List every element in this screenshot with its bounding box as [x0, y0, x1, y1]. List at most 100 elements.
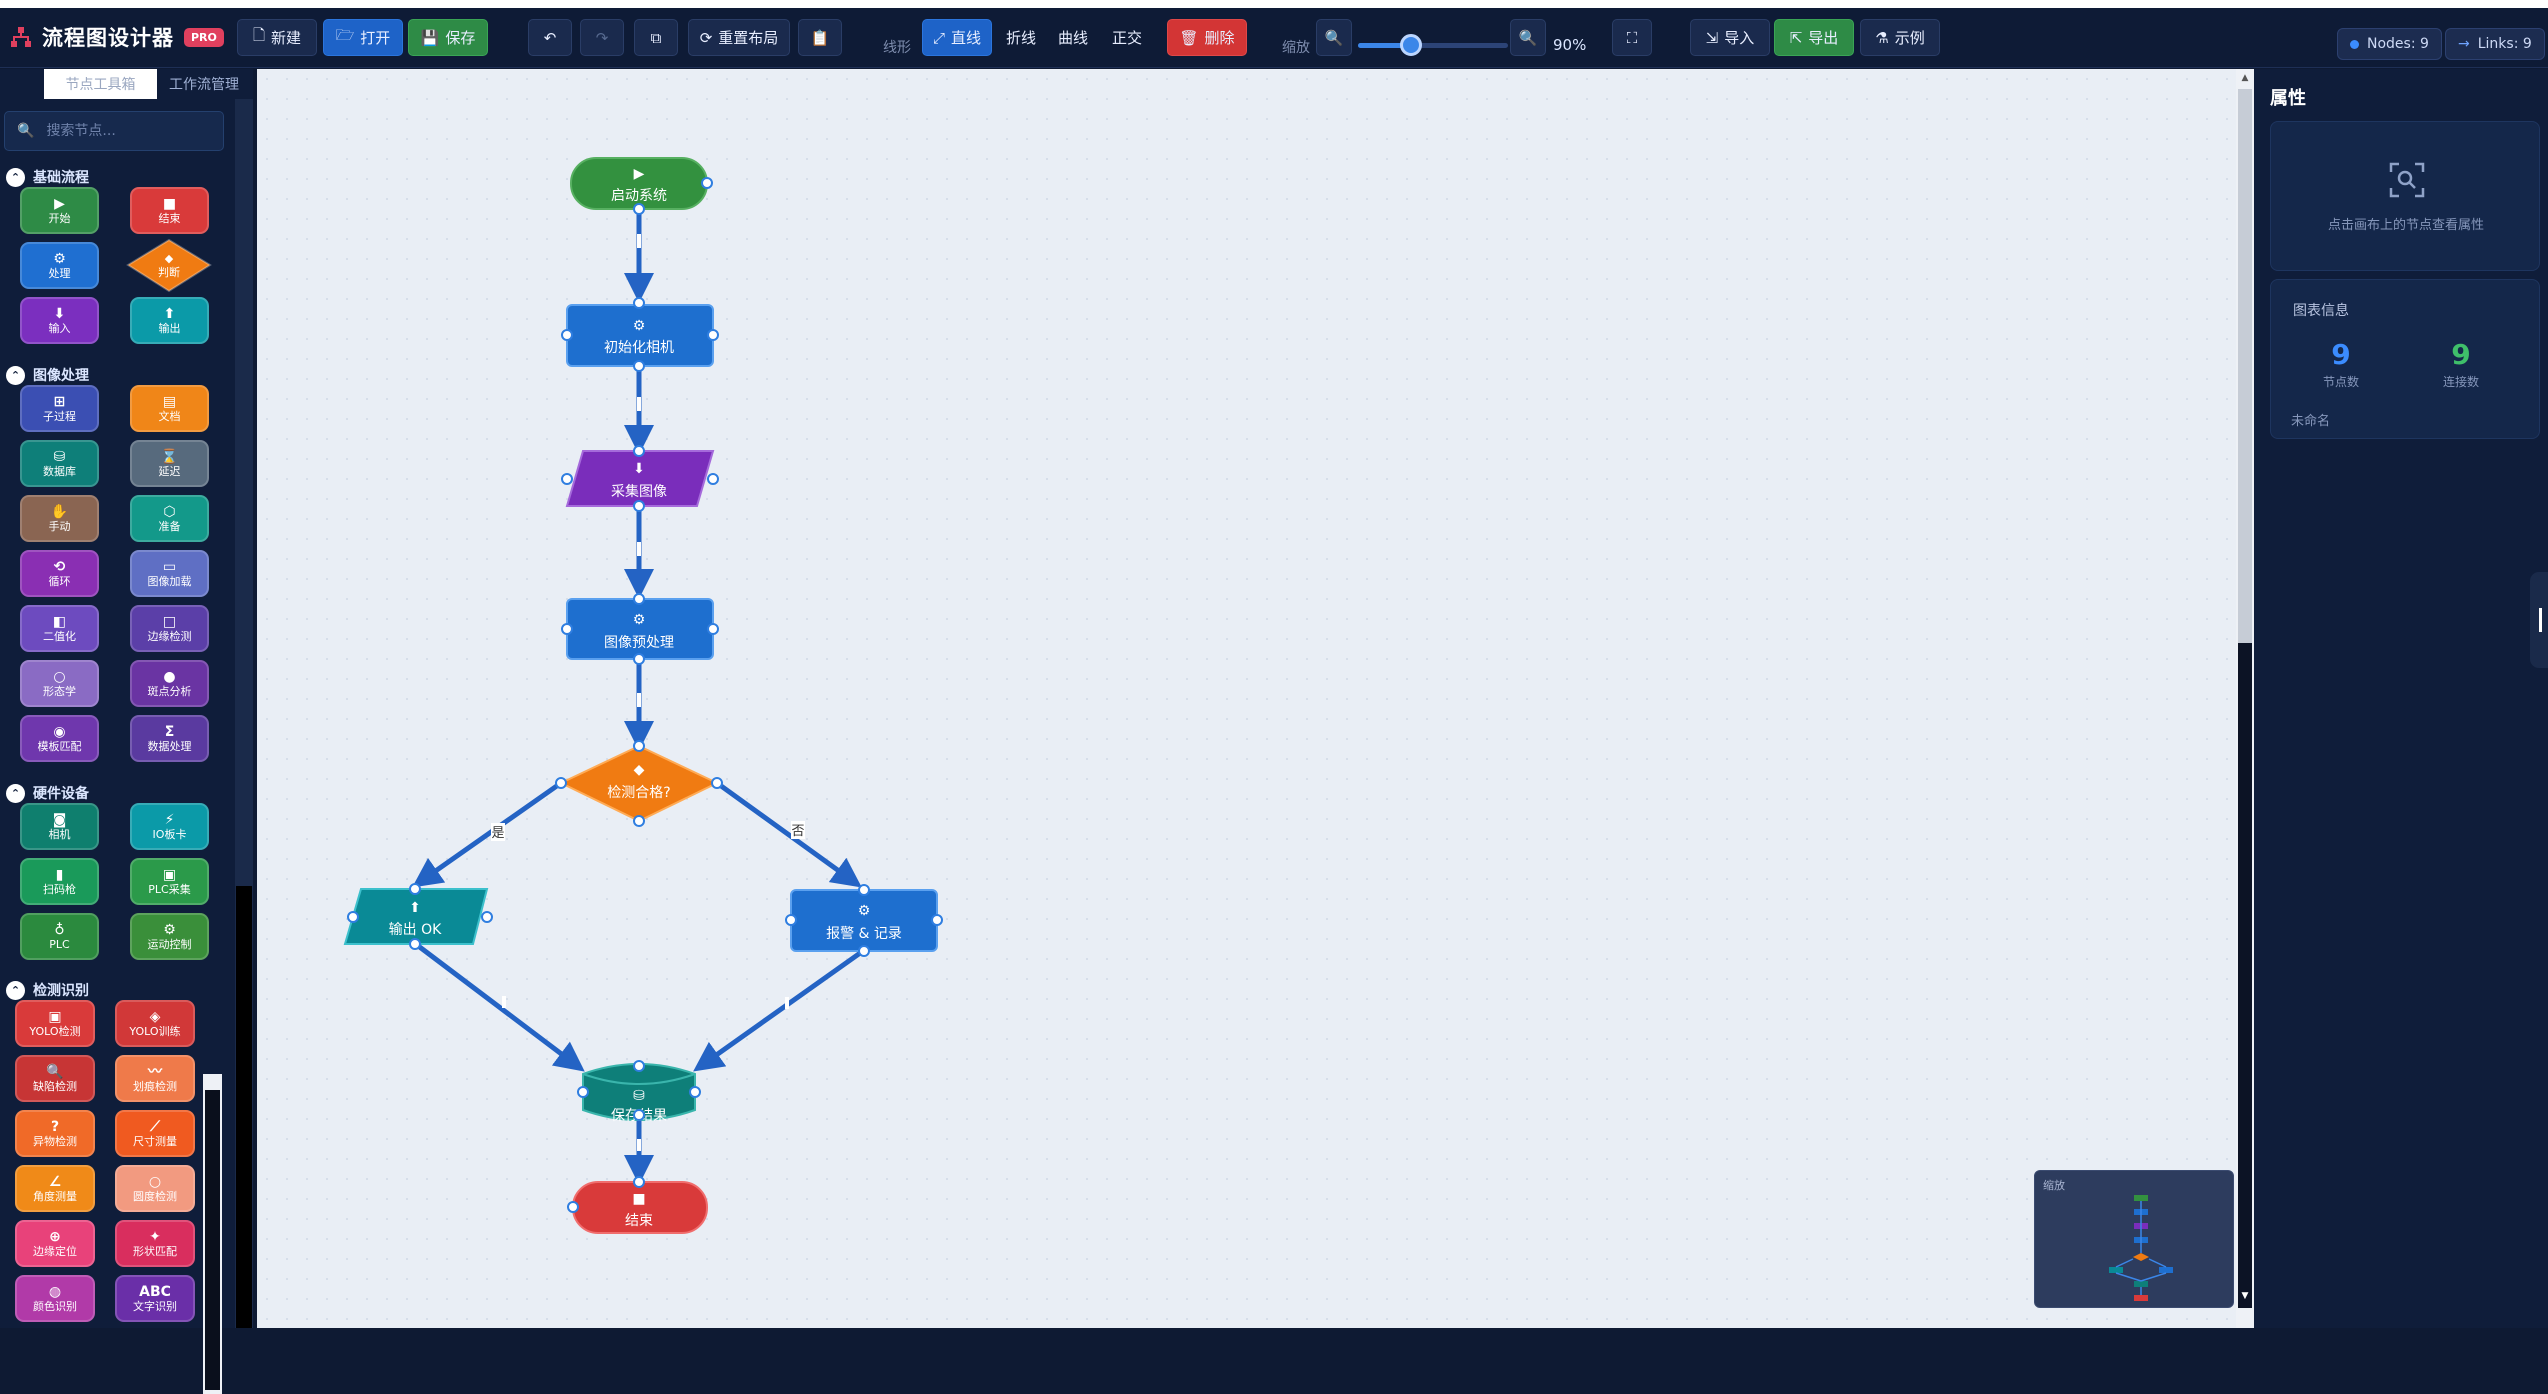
node-tile-icon: Σ: [164, 723, 175, 740]
delete-button[interactable]: 🗑删除: [1167, 19, 1247, 56]
node-tile[interactable]: ▣PLC采集: [130, 858, 209, 905]
node-preprocess[interactable]: ⚙ 图像预处理: [566, 598, 714, 660]
node-tile[interactable]: ▤文档: [130, 385, 209, 432]
node-tile[interactable]: ●斑点分析: [130, 660, 209, 707]
node-tile[interactable]: ⊕边缘定位: [15, 1220, 95, 1267]
import-button[interactable]: ⇲导入: [1690, 19, 1770, 56]
node-tile[interactable]: ◍颜色识别: [15, 1275, 95, 1322]
section-header[interactable]: ⌃图像处理: [6, 365, 89, 385]
node-tile[interactable]: ⛁数据库: [20, 440, 99, 487]
zoom-slider[interactable]: [1358, 34, 1508, 56]
node-tile[interactable]: ▣YOLO检测: [15, 1000, 95, 1047]
node-tile[interactable]: ▮扫码枪: [20, 858, 99, 905]
line-curve-button[interactable]: 曲线: [1057, 29, 1088, 47]
scroll-up-icon[interactable]: ▲: [2241, 73, 2249, 83]
node-tile[interactable]: ⚙处理: [20, 242, 99, 289]
sidebar-scrollbar-thumb[interactable]: [236, 886, 252, 1328]
node-end[interactable]: ■ 结束: [572, 1181, 708, 1234]
minimap[interactable]: 缩放: [2034, 1170, 2234, 1308]
redo-button[interactable]: ↷: [580, 19, 624, 56]
new-button[interactable]: 🗋新建: [237, 19, 317, 56]
edge-check-to-alarm[interactable]: [714, 780, 862, 888]
section-header[interactable]: ⌃检测识别: [6, 980, 89, 1000]
edge-alarm-to-save[interactable]: [693, 948, 866, 1072]
edge-label-yes: 是: [491, 826, 504, 841]
node-tile[interactable]: ○形态学: [20, 660, 99, 707]
section-header[interactable]: ⌃基础流程: [6, 167, 89, 187]
fit-view-button[interactable]: ⛶: [1612, 19, 1652, 56]
node-tile[interactable]: ✦形状匹配: [115, 1220, 195, 1267]
node-tile[interactable]: ⬇输入: [20, 297, 99, 344]
node-tile[interactable]: 〰划痕检测: [115, 1055, 195, 1102]
node-tile-label: 形状匹配: [133, 1244, 177, 1258]
node-init-camera[interactable]: ⚙ 初始化相机: [566, 304, 714, 367]
relayout-button[interactable]: ⟳重置布局: [688, 19, 790, 56]
node-start[interactable]: ▶ 启动系统: [570, 157, 708, 210]
edge-output-to-save[interactable]: [414, 942, 585, 1072]
node-tile-label: 图像加载: [147, 574, 192, 588]
paste-button[interactable]: 📋: [798, 19, 842, 56]
node-tile[interactable]: ▶开始: [20, 187, 99, 234]
node-tile-label: 开始: [48, 211, 71, 225]
node-tile[interactable]: ♁PLC: [20, 913, 99, 960]
node-tile[interactable]: ◉模板匹配: [20, 715, 99, 762]
zoom-slider-thumb[interactable]: [1399, 34, 1422, 56]
canvas-scrollbar-thumb[interactable]: [2238, 89, 2252, 659]
zoom-in-button[interactable]: 🔍: [1510, 19, 1546, 56]
node-tile[interactable]: ⚙运动控制: [130, 913, 209, 960]
node-tile[interactable]: □边缘检测: [130, 605, 209, 652]
node-tile-label: 结束: [158, 211, 181, 225]
section-header[interactable]: ⌃硬件设备: [6, 783, 89, 803]
node-check[interactable]: ◆ 检测合格?: [558, 744, 720, 823]
flow-canvas[interactable]: 是 否 ▶ 启动系统 ⚙ 初始化相机 ⬇ 采集图像 ⚙ 图像预处理: [257, 69, 2254, 1328]
node-tile[interactable]: ■结束: [130, 187, 209, 234]
section-scrollbar-thumb[interactable]: [205, 1090, 220, 1390]
open-button[interactable]: 🗁打开: [323, 19, 403, 56]
node-tile[interactable]: ◧二值化: [20, 605, 99, 652]
search-input[interactable]: [46, 123, 217, 139]
node-output-ok[interactable]: ⬆ 输出 OK: [343, 888, 489, 945]
canvas-scrollbar[interactable]: ▲ ▼: [2236, 69, 2254, 1328]
edge-label-yes-bg: [491, 823, 505, 841]
connection-ports[interactable]: [347, 177, 943, 1213]
node-tile[interactable]: ▭图像加载: [130, 550, 209, 597]
undo-button[interactable]: ↶: [528, 19, 572, 56]
flow-diagram[interactable]: 是 否 ▶ 启动系统 ⚙ 初始化相机 ⬇ 采集图像 ⚙ 图像预处理: [257, 69, 2236, 1328]
line-straight-button[interactable]: ⤢直线: [922, 19, 992, 56]
node-tile[interactable]: ○圆度检测: [115, 1165, 195, 1212]
import-icon: ⇲: [1705, 28, 1719, 47]
zoom-out-button[interactable]: 🔍: [1316, 19, 1352, 56]
copy-button[interactable]: ⧉: [634, 19, 678, 56]
node-tile[interactable]: ⟲循环: [20, 550, 99, 597]
example-button[interactable]: ⚗示例: [1860, 19, 1940, 56]
export-button[interactable]: ⇱导出: [1774, 19, 1854, 56]
node-save[interactable]: ⛁ 保存结果: [582, 1063, 696, 1124]
node-tile[interactable]: ∠角度测量: [15, 1165, 95, 1212]
scroll-down-icon[interactable]: ▼: [2241, 1291, 2249, 1301]
node-tile[interactable]: ?异物检测: [15, 1110, 95, 1157]
node-tile[interactable]: ✋手动: [20, 495, 99, 542]
node-tile[interactable]: 🔍缺陷检测: [15, 1055, 95, 1102]
tab-node-toolbox[interactable]: 节点工具箱: [44, 69, 157, 99]
tab-workflow-manager[interactable]: 工作流管理: [169, 77, 239, 93]
node-tile[interactable]: ⌛延迟: [130, 440, 209, 487]
node-tile-label: YOLO检测: [29, 1024, 81, 1038]
node-tile[interactable]: ⬡准备: [130, 495, 209, 542]
save-button[interactable]: 💾保存: [408, 19, 488, 56]
line-orthogonal-button[interactable]: 正交: [1111, 29, 1142, 47]
panel-collapse-handle[interactable]: [2530, 572, 2548, 668]
node-tile[interactable]: ⬆输出: [130, 297, 209, 344]
node-tile[interactable]: ◈YOLO训练: [115, 1000, 195, 1047]
line-polyline-button[interactable]: 折线: [1005, 29, 1036, 47]
edge-check-to-output-ok[interactable]: [412, 780, 564, 888]
node-capture[interactable]: ⬇ 采集图像: [565, 450, 715, 507]
node-tile[interactable]: ⊞子过程: [20, 385, 99, 432]
node-tile-icon: ⛁: [53, 448, 66, 465]
node-tile-decision[interactable]: ◆判断: [126, 238, 212, 293]
node-tile[interactable]: ◙相机: [20, 803, 99, 850]
node-alarm[interactable]: ⚙ 报警 & 记录: [790, 889, 938, 952]
node-tile[interactable]: ⚡IO板卡: [130, 803, 209, 850]
node-tile[interactable]: ⟋尺寸测量: [115, 1110, 195, 1157]
